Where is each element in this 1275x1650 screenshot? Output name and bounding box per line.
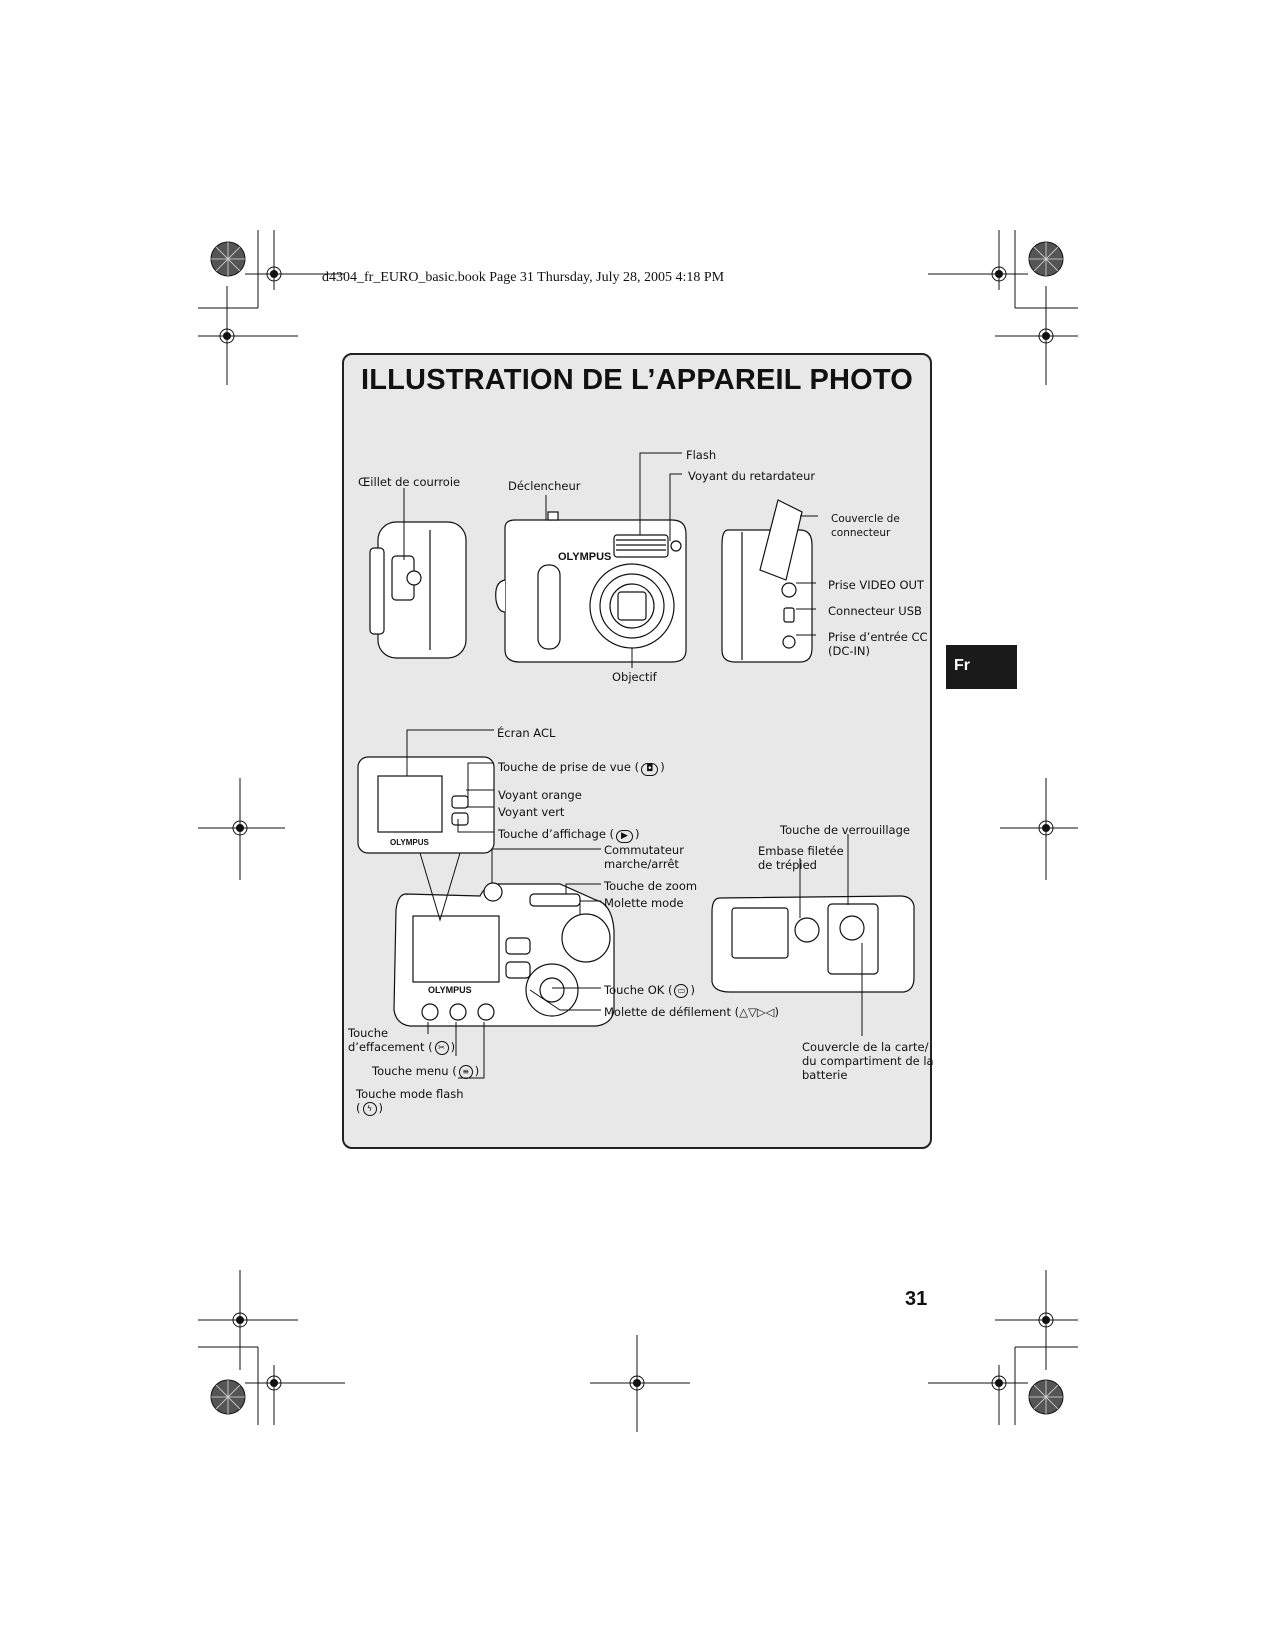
label-green-lamp: Voyant vert bbox=[498, 805, 565, 819]
label-power-switch-line2: marche/arrêt bbox=[604, 857, 679, 871]
ok-icon: ▭ bbox=[674, 983, 689, 998]
label-power-switch-line1: Commutateur bbox=[604, 843, 684, 857]
camera-back-detail bbox=[357, 756, 495, 854]
label-lens: Objectif bbox=[612, 670, 657, 684]
label-dc-in: Prise d’entrée CC (DC-IN) bbox=[828, 630, 928, 658]
label-flash-mode-line1: Touche mode flash bbox=[356, 1087, 464, 1101]
camera-bottom-view bbox=[711, 895, 915, 993]
label-paren: ) bbox=[474, 1064, 480, 1078]
erase-icon: ✂ bbox=[434, 1040, 449, 1055]
label-lock-button: Touche de verrouillage bbox=[780, 823, 910, 837]
label-menu-button-text: Touche menu ( bbox=[372, 1064, 457, 1078]
label-paren: ) bbox=[378, 1101, 384, 1115]
label-shutter-button: Déclencheur bbox=[508, 479, 581, 493]
label-paren: ) bbox=[690, 983, 695, 997]
label-usb-connector: Connecteur USB bbox=[828, 604, 922, 618]
print-header: d4304_fr_EURO_basic.book Page 31 Thursda… bbox=[322, 270, 725, 285]
label-menu-button: Touche menu (≡) bbox=[372, 1064, 479, 1079]
page-number: 31 bbox=[905, 1288, 928, 1310]
label-flash-mode-paren: ( bbox=[356, 1101, 361, 1115]
language-tab: Fr bbox=[946, 645, 1017, 689]
camera-back-view bbox=[393, 882, 615, 1027]
label-card-cover-line2: du compartiment de la bbox=[802, 1054, 934, 1068]
label-card-cover-line3: batterie bbox=[802, 1068, 848, 1082]
label-arrow-pad: Molette de défilement (△▽▷◁) bbox=[604, 1005, 779, 1019]
camera-icon: ◘ bbox=[641, 763, 659, 776]
camera-side-view bbox=[369, 521, 467, 659]
label-paren: ) bbox=[660, 760, 665, 774]
camera-front-view bbox=[495, 511, 687, 663]
label-ok-button-text: Touche OK ( bbox=[604, 983, 673, 997]
camera-right-view bbox=[721, 499, 813, 663]
label-zoom-button: Touche de zoom bbox=[604, 879, 698, 893]
label-card-cover-line1: Couvercle de la carte/ bbox=[802, 1040, 929, 1054]
label-lcd-monitor: Écran ACL bbox=[497, 726, 556, 740]
label-arrow-pad-text: Molette de défilement ( bbox=[604, 1005, 740, 1019]
label-orange-lamp: Voyant orange bbox=[498, 788, 582, 802]
label-erase-button: Touche d’effacement (✂) bbox=[348, 1026, 455, 1055]
brand-logo-back-detail: OLYMPUS bbox=[390, 838, 429, 847]
label-self-timer-lamp: Voyant du retardateur bbox=[688, 469, 816, 483]
label-connector-cover: Couvercle de connecteur bbox=[831, 512, 900, 540]
label-ok-button: Touche OK (▭) bbox=[604, 983, 695, 998]
label-power-switch: Commutateur marche/arrêt bbox=[604, 843, 684, 871]
label-paren: ) bbox=[774, 1005, 780, 1019]
page-title: ILLUSTRATION DE L’APPAREIL PHOTO bbox=[360, 364, 914, 396]
label-dc-in-line1: Prise d’entrée CC bbox=[828, 630, 928, 644]
label-paren: ) bbox=[450, 1040, 456, 1054]
label-tripod-socket: Embase filetée de trépied bbox=[758, 844, 844, 872]
label-connector-cover-line2: connecteur bbox=[831, 527, 891, 539]
label-playback-button-text: Touche d’affichage ( bbox=[498, 827, 615, 841]
label-card-battery-cover: Couvercle de la carte/ du compartiment d… bbox=[802, 1040, 934, 1082]
label-paren: ) bbox=[634, 827, 640, 841]
label-shooting-button: Touche de prise de vue (◘) bbox=[498, 760, 665, 776]
label-flash: Flash bbox=[686, 448, 717, 462]
label-playback-button: Touche d’affichage (▶) bbox=[498, 827, 639, 843]
playback-icon: ▶ bbox=[616, 830, 633, 843]
brand-logo-front: OLYMPUS bbox=[558, 551, 611, 563]
label-strap-eyelet: Œillet de courroie bbox=[358, 475, 461, 489]
label-flash-mode-button: Touche mode flash (ϟ) bbox=[356, 1087, 464, 1116]
label-mode-dial: Molette mode bbox=[604, 896, 684, 910]
label-erase-button-line1: Touche bbox=[348, 1026, 389, 1040]
arrow-keys-icon: △▽▷◁ bbox=[739, 1005, 775, 1019]
menu-icon: ≡ bbox=[458, 1064, 473, 1079]
label-video-out: Prise VIDEO OUT bbox=[828, 578, 924, 592]
label-tripod-socket-line2: de trépied bbox=[758, 858, 817, 872]
brand-logo-back: OLYMPUS bbox=[428, 985, 472, 995]
label-connector-cover-line1: Couvercle de bbox=[831, 513, 900, 525]
label-erase-button-line2: d’effacement ( bbox=[348, 1040, 433, 1054]
label-shooting-button-text: Touche de prise de vue ( bbox=[498, 760, 640, 774]
label-tripod-socket-line1: Embase filetée bbox=[758, 844, 844, 858]
flash-icon: ϟ bbox=[362, 1101, 377, 1116]
label-dc-in-line2: (DC-IN) bbox=[828, 644, 871, 658]
